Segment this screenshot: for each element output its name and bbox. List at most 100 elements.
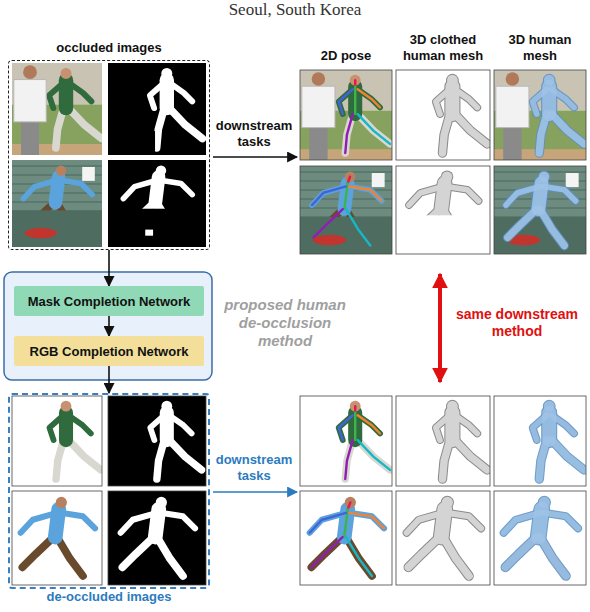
body-part xyxy=(169,83,192,102)
body-part xyxy=(543,513,578,529)
panel-border xyxy=(494,166,586,254)
body-part xyxy=(160,180,192,194)
body-part xyxy=(552,114,584,144)
body-part xyxy=(23,180,57,198)
image-panel xyxy=(12,491,102,585)
group-heading: de-occluded images xyxy=(10,589,208,604)
body-part xyxy=(455,440,487,470)
fence-slat xyxy=(12,165,102,167)
image-panel xyxy=(396,166,490,254)
body-part xyxy=(540,537,566,576)
image-panel xyxy=(494,166,586,254)
occluder-body xyxy=(302,86,335,127)
body-part xyxy=(455,114,487,144)
body-part xyxy=(552,114,584,144)
body-part xyxy=(446,513,481,529)
image-panel xyxy=(494,491,586,585)
occluder-legs xyxy=(309,126,327,160)
image-panel xyxy=(300,166,392,254)
image-panel xyxy=(494,396,586,486)
body-part xyxy=(446,513,481,529)
body-part xyxy=(443,537,469,576)
body-part xyxy=(21,513,57,533)
mask-background xyxy=(108,160,206,247)
panel-border xyxy=(494,491,586,585)
panel-border xyxy=(494,70,586,160)
image-panel xyxy=(396,70,490,160)
head xyxy=(161,401,172,412)
body-part xyxy=(505,537,536,567)
occluder-body xyxy=(14,80,46,122)
head xyxy=(539,497,550,508)
body-part xyxy=(504,513,540,533)
body-part xyxy=(505,537,536,567)
body-part xyxy=(407,513,443,533)
mask-gap xyxy=(108,131,155,155)
white-background xyxy=(396,166,490,254)
head xyxy=(61,401,72,412)
body-part xyxy=(540,537,566,576)
body-part xyxy=(349,186,381,201)
head xyxy=(539,497,550,508)
arrow-label: downstream tasks xyxy=(212,452,296,484)
body-part xyxy=(157,537,183,576)
panel-border xyxy=(396,396,490,486)
photo-background xyxy=(12,160,102,247)
panel-border xyxy=(108,396,206,486)
missing-mesh xyxy=(396,215,490,254)
body-part xyxy=(358,415,380,433)
body-part xyxy=(552,440,584,470)
photo-background xyxy=(494,166,586,254)
arrow-label: same downstream method xyxy=(450,306,584,340)
head xyxy=(539,171,550,182)
fence-sign xyxy=(372,173,385,187)
body-part xyxy=(506,186,540,205)
body-part xyxy=(540,209,564,245)
body-part xyxy=(552,89,574,107)
pose-bone xyxy=(358,114,390,144)
body-part xyxy=(436,415,450,440)
body-part xyxy=(543,513,578,529)
body-part xyxy=(508,209,537,237)
white-background xyxy=(300,491,392,585)
affiliation-text: Seoul, South Korea xyxy=(0,0,590,20)
body-part xyxy=(455,440,487,470)
body-part xyxy=(446,186,478,201)
method-label: proposed human de-occlusion method xyxy=(218,296,352,350)
body-part xyxy=(121,513,157,533)
body-part xyxy=(169,415,191,433)
mask-gap xyxy=(108,209,206,247)
head xyxy=(156,165,166,175)
pose-bone xyxy=(310,513,346,533)
body-part xyxy=(455,114,487,144)
flow-arrow xyxy=(108,316,110,336)
panel-border xyxy=(108,491,206,585)
head xyxy=(161,68,172,79)
body-part xyxy=(408,537,439,567)
panel-border xyxy=(12,491,102,585)
panel-border xyxy=(300,166,392,254)
body-part xyxy=(123,180,157,198)
panel-border xyxy=(300,396,392,486)
photo-background xyxy=(300,166,392,254)
occluder-head xyxy=(23,65,37,79)
body-part xyxy=(311,537,342,567)
panel-border xyxy=(396,491,490,585)
body-part xyxy=(552,114,584,144)
body-part xyxy=(443,537,469,576)
occluder-legs xyxy=(503,126,521,160)
downstream-arrow xyxy=(213,491,297,493)
body-part xyxy=(169,440,201,470)
panel-border xyxy=(494,396,586,486)
occluder-head xyxy=(312,72,326,86)
panel-border xyxy=(396,166,490,254)
image-panel xyxy=(108,160,206,247)
mask-background xyxy=(108,491,206,585)
occluder-legs xyxy=(21,120,39,155)
image-panel xyxy=(300,491,392,585)
pose-bone xyxy=(349,186,381,201)
pose-bone xyxy=(345,114,352,153)
image-panel xyxy=(396,396,490,486)
body-part xyxy=(533,415,547,440)
pose-bone xyxy=(345,440,352,479)
